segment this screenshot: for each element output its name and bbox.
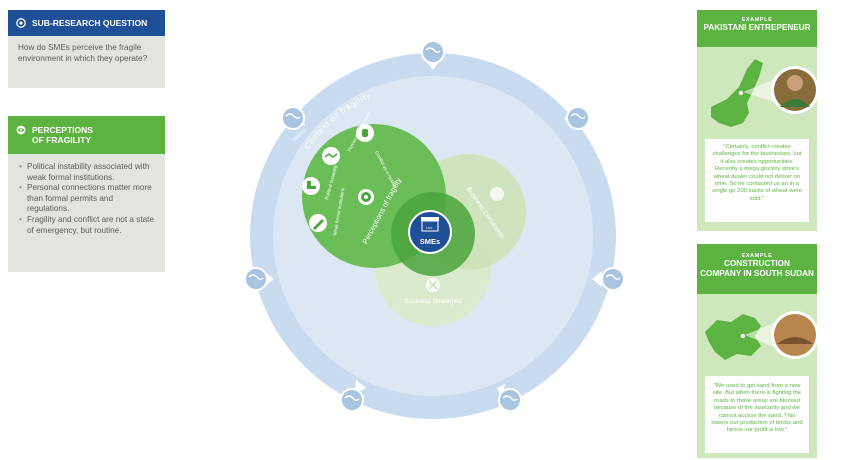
quote-box-1 [705,139,809,222]
svg-text:Ltd.: Ltd. [426,225,433,230]
perceptions-header: PERCEPTIONS OF FRAGILITY [8,116,165,154]
country-label: Pakistan [512,412,532,427]
example-2-card: "We used to get sand from a new site. Bu… [697,294,817,458]
example-1-quote: "Certainly, conflict creates challenges … [711,144,803,202]
map-shape [711,59,763,127]
globe-icon-top [421,40,445,70]
globe-icon-left [244,267,274,291]
smes-label: SMEs [420,237,440,246]
country-label: Sierra Leone [232,267,243,296]
shop-icon: Ltd. [421,217,439,232]
list-item: Fragility and conflict are not a state o… [19,215,157,236]
map-shape [705,314,761,360]
list-item: Political instability associated with we… [19,162,157,183]
example-1-title: PAKISTANI ENTREPENEUR [703,23,811,32]
country-label: DRC [628,274,636,286]
business-strategies-label-line: Business Strategies [404,298,462,305]
example-2-quote: "We used to get sand from a new site. Bu… [711,383,803,434]
perceptions-list: Political instability associated with we… [8,154,165,272]
example-1-header: EXAMPLE PAKISTANI ENTREPENEUR [697,10,817,47]
sub-research-question-title: SUB-RESEARCH QUESTION [32,18,148,28]
country-label: Burundi [584,95,600,111]
pakistan-map [705,59,817,222]
country-label: Afghanistan [420,32,447,38]
constraints-icon [490,187,504,201]
example-2-header: EXAMPLE CONSTRUCTION COMPANY IN SOUTH SU… [697,244,817,294]
example-2-label: EXAMPLE [741,253,773,259]
smes-badge [408,210,452,254]
perceptions-title-line2: OF FRAGILITY [32,135,92,145]
sub-research-question-text: How do SMEs perceive the fragile environ… [8,36,165,88]
example-1-card: "Certainly, conflict creates challenges … [697,47,817,231]
quote-box-2 [705,376,809,453]
globe-icon-upper-right [564,106,590,130]
globe-icon-lower-left [340,380,366,412]
eye-icon [16,125,26,135]
sub-research-question-header: SUB-RESEARCH QUESTION [8,10,165,36]
example-2-title-line1: CONSTRUCTION [724,259,790,268]
perceptions-title-line1: PERCEPTIONS [32,125,93,135]
globe-icon-lower-right [497,384,522,412]
south-sudan-map [705,311,817,453]
example-2-title-line2: COMPANY IN SOUTH SUDAN [700,269,814,278]
list-item: Personal connections matter more than fo… [19,183,157,215]
construction-photo [774,314,816,356]
country-markers [244,40,625,412]
country-label: Palestine [340,411,361,427]
globe-icon-right [592,267,625,291]
globe-icon-upper-left [281,106,305,130]
example-1-label: EXAMPLE [741,17,773,23]
target-icon [16,18,26,28]
